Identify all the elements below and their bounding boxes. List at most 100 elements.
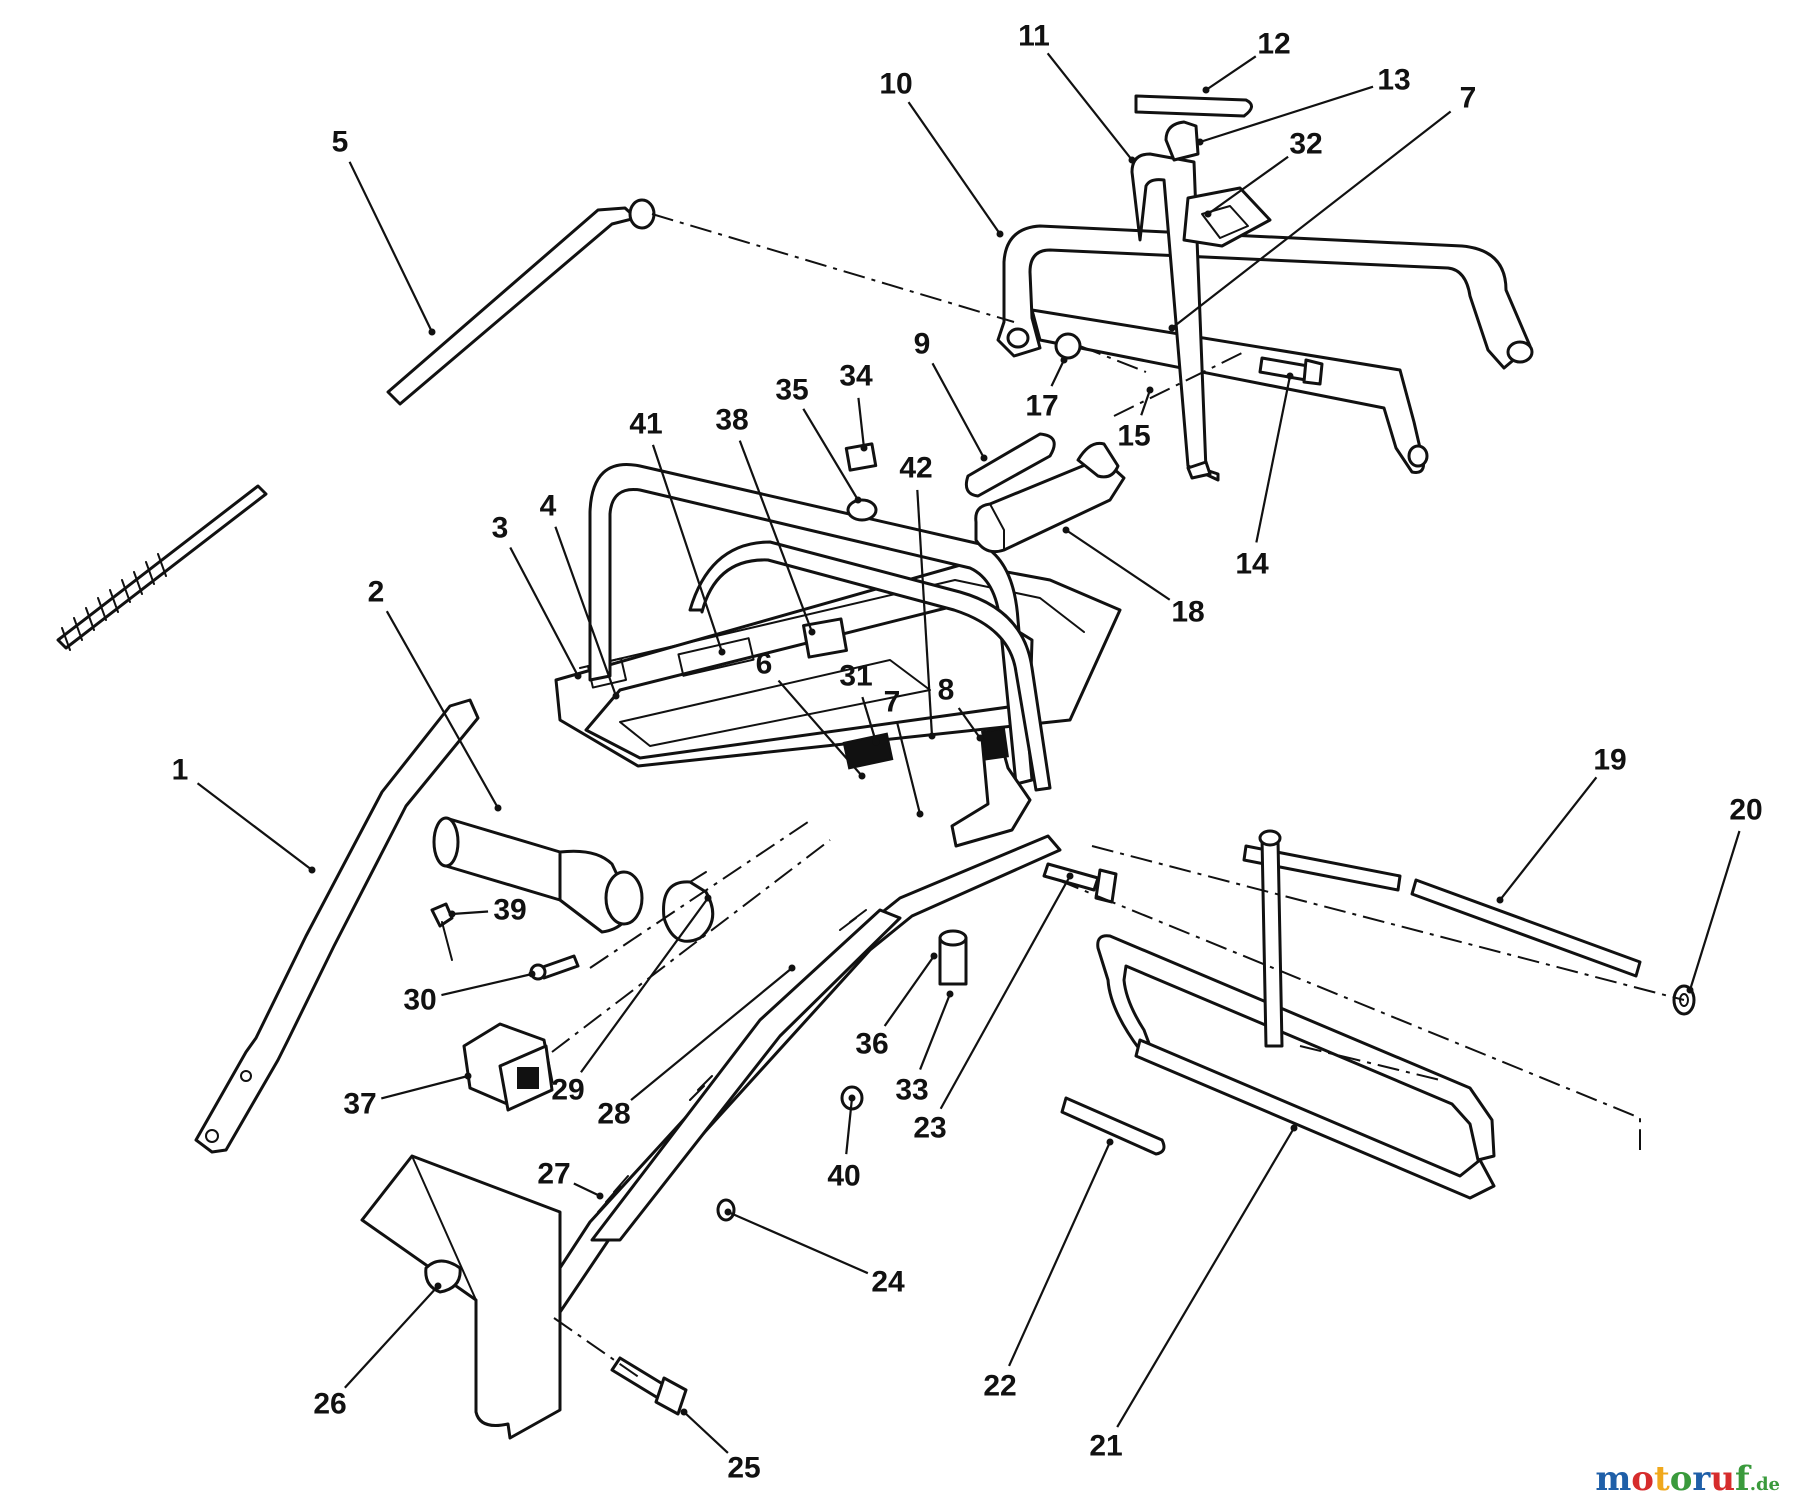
leader-dot-callout-13 (1196, 138, 1204, 146)
callout-34: 34 (839, 360, 873, 393)
leader-dot-callout-2 (494, 804, 502, 812)
watermark-letter: m (1595, 1459, 1631, 1499)
callout-27: 27 (537, 1158, 570, 1191)
leader-dot-callout-37 (464, 1072, 472, 1080)
callout-30: 30 (403, 984, 436, 1017)
leader-callout-33 (919, 993, 952, 1070)
callout-3: 3 (492, 512, 509, 545)
part-mount-11 (1130, 152, 1272, 482)
leader-dot-callout-22 (1106, 1138, 1114, 1146)
leader-callout-27 (573, 1182, 601, 1197)
part-threaded-rod (56, 484, 268, 651)
leader-callout-3 (509, 546, 579, 677)
part-bushing-17 (1054, 332, 1082, 360)
leader-dot-callout-5 (428, 328, 436, 336)
leader-callout-21 (1116, 1127, 1295, 1428)
leader-callout-5 (348, 161, 433, 333)
callout-29: 29 (551, 1074, 584, 1107)
callout-41: 41 (629, 408, 662, 441)
callout-8: 8 (938, 674, 955, 707)
callout-28: 28 (597, 1098, 630, 1131)
leader-dot-callout-14 (1286, 372, 1294, 380)
leader-callout-23 (939, 875, 1071, 1110)
leader-callout-11 (1046, 52, 1133, 161)
part-plate-31 (842, 732, 894, 770)
part-bolt-23 (1042, 862, 1118, 904)
callout-12: 12 (1257, 28, 1290, 61)
callout-33: 33 (895, 1074, 928, 1107)
part-bolt-14 (1258, 356, 1324, 386)
callout-19: 19 (1593, 744, 1626, 777)
callout-7a: 7 (1460, 82, 1477, 115)
leader-callout-35 (802, 408, 859, 501)
part-clamp-29 (662, 871, 715, 943)
part-bracket-26 (360, 1154, 562, 1440)
leader-dot-callout-8 (976, 734, 984, 742)
leader-callout-15 (1140, 389, 1152, 416)
watermark-logo: motoruf.de (1595, 1459, 1780, 1499)
part-screw-39 (430, 902, 454, 961)
leader-callout-22 (1008, 1141, 1112, 1367)
leader-dot-callout-4 (612, 692, 620, 700)
callout-14: 14 (1235, 548, 1269, 581)
leader-dot-callout-3 (574, 672, 582, 680)
leader-dot-callout-31 (872, 738, 880, 746)
callout-31: 31 (839, 660, 872, 693)
leader-dot-callout-33 (946, 990, 954, 998)
leader-callout-13 (1199, 85, 1374, 144)
leader-callout-9 (931, 362, 985, 459)
leader-dot-callout-23 (1066, 872, 1074, 880)
leader-dot-callout-12 (1202, 86, 1210, 94)
leader-callout-40 (845, 1097, 854, 1155)
callout-2: 2 (368, 576, 385, 609)
callout-4: 4 (540, 490, 557, 523)
callout-40: 40 (827, 1160, 860, 1193)
part-switch-38 (802, 617, 848, 659)
leader-dot-callout-40 (848, 1094, 856, 1102)
leader-callout-19 (1499, 776, 1598, 901)
part-key-34 (844, 442, 878, 472)
leader-callout-37 (381, 1074, 469, 1100)
part-tube-12 (1134, 94, 1253, 118)
leader-callout-7b (896, 723, 922, 815)
callout-5: 5 (332, 126, 349, 159)
leader-dot-callout-10 (996, 230, 1004, 238)
leader-callout-34 (857, 397, 866, 449)
callout-42: 42 (899, 452, 932, 485)
part-tube-2 (432, 816, 644, 934)
leader-dot-callout-41 (718, 648, 726, 656)
callout-13: 13 (1377, 64, 1410, 97)
part-nut-35 (846, 498, 878, 522)
leader-dot-callout-42 (928, 732, 936, 740)
part-bracket-18 (974, 441, 1126, 554)
callout-11: 11 (1018, 20, 1050, 53)
leader-dot-callout-25 (680, 1408, 688, 1416)
leader-dot-callout-38 (808, 628, 816, 636)
watermark-suffix: .de (1750, 1474, 1780, 1495)
callout-9: 9 (914, 328, 931, 361)
leader-callout-2 (385, 610, 499, 809)
leader-dot-callout-20 (1686, 986, 1694, 994)
leader-callout-30 (441, 972, 533, 997)
callout-10: 10 (879, 68, 912, 101)
watermark-letter: f (1735, 1459, 1752, 1499)
part-drawings (56, 94, 1696, 1440)
leader-dot-callout-15 (1146, 386, 1154, 394)
callout-23: 23 (913, 1112, 946, 1145)
leader-callout-10 (907, 101, 1001, 235)
leader-callout-42 (916, 489, 934, 737)
leader-callout-6 (777, 679, 863, 777)
leader-dot-callout-17 (1060, 356, 1068, 364)
callout-1: 1 (172, 754, 189, 787)
leader-callout-38 (738, 440, 814, 633)
watermark-letter: u (1710, 1459, 1735, 1499)
leader-dot-callout-35 (854, 496, 862, 504)
leader-dot-callout-39 (448, 910, 456, 918)
leader-dot-callout-21 (1290, 1124, 1298, 1132)
callout-18: 18 (1171, 596, 1204, 629)
callout-20: 20 (1729, 794, 1762, 827)
part-relay-37 (462, 1022, 554, 1112)
callout-37: 37 (343, 1088, 376, 1121)
leader-dot-callout-7b (916, 810, 924, 818)
